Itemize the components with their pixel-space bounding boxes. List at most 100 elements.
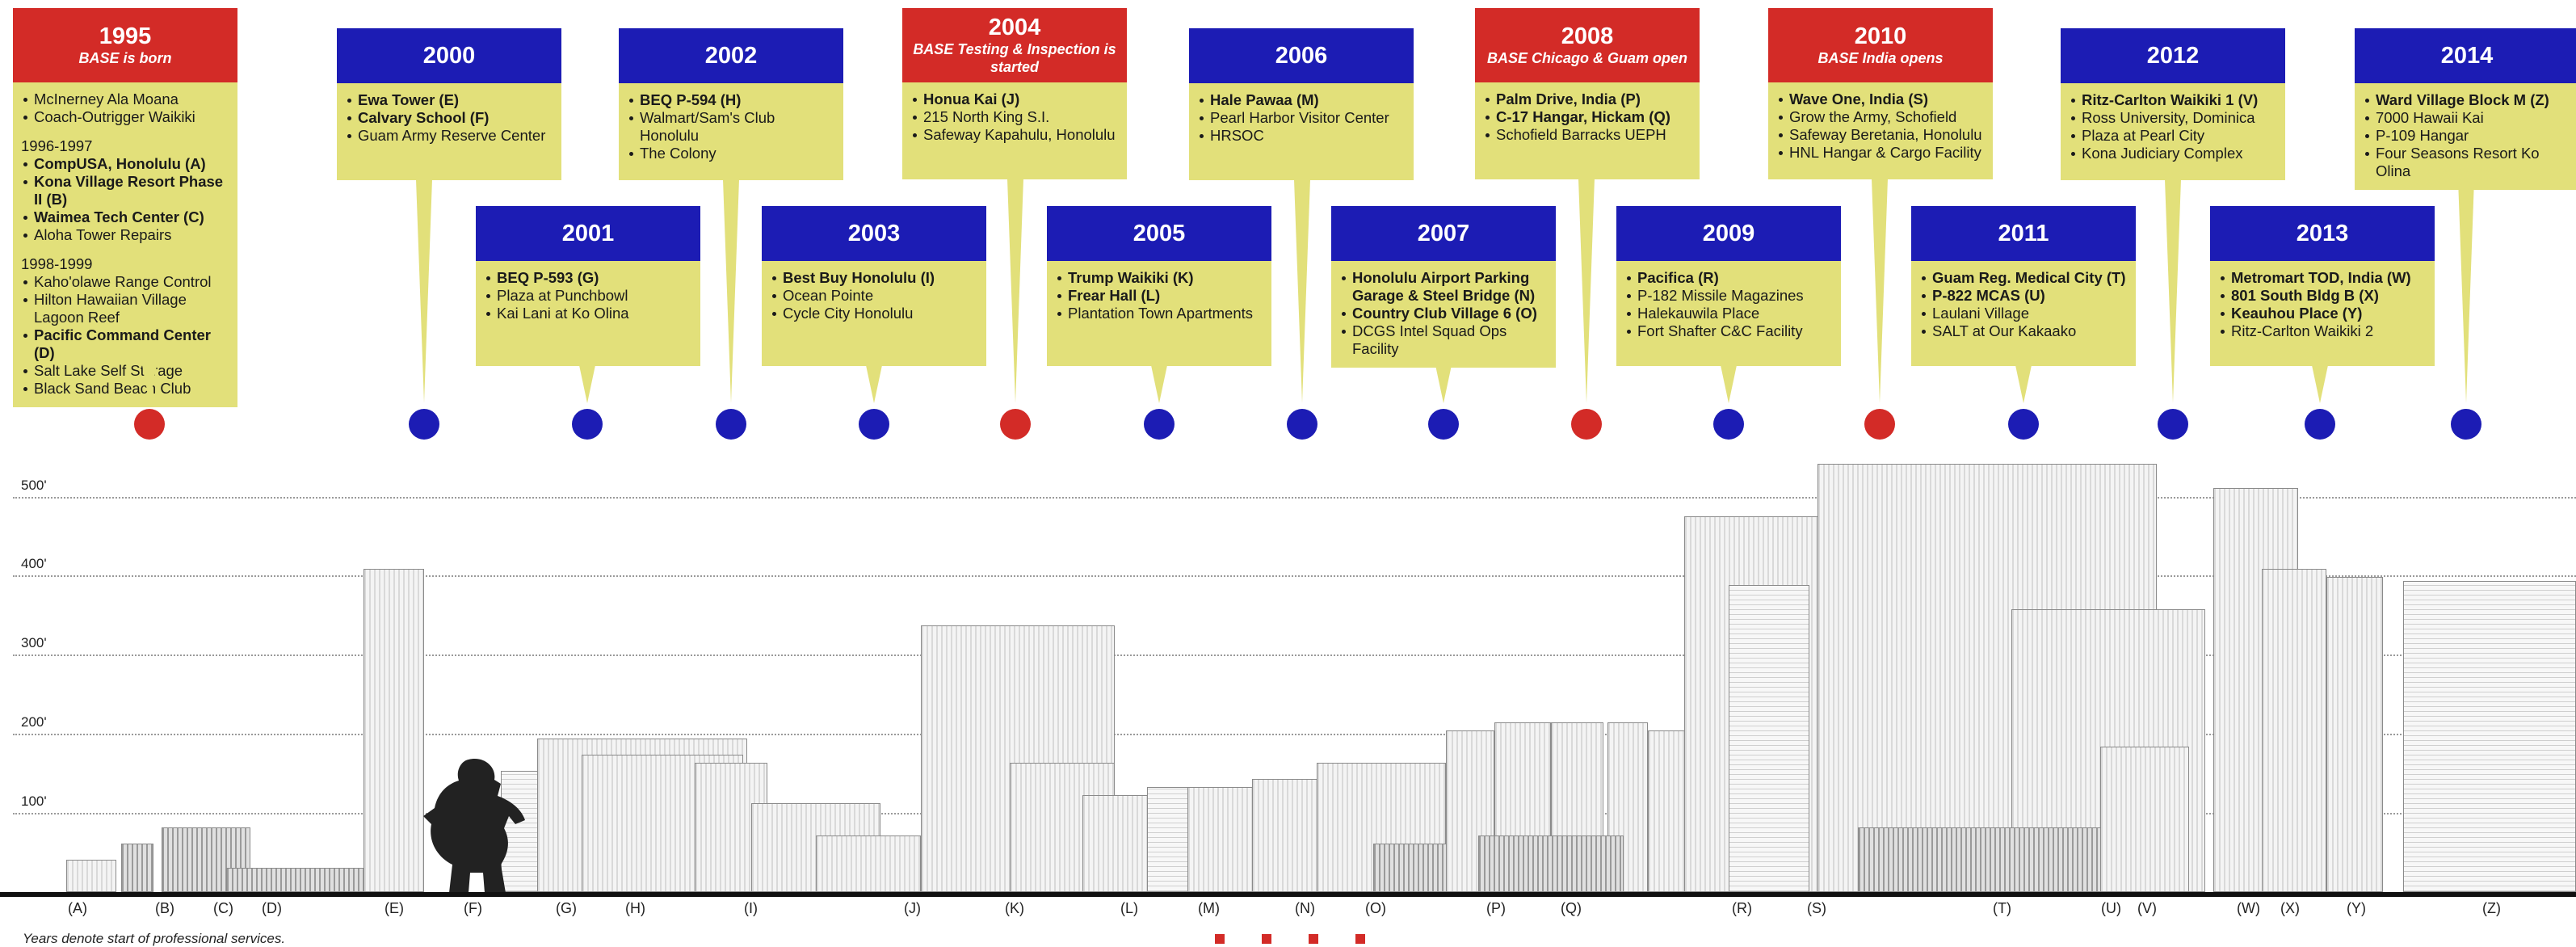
project-group: Trump Waikiki (K)Frear Hall (L)Plantatio… [1055, 269, 1263, 322]
project-item: Walmart/Sam's Club Honolulu [627, 109, 835, 145]
project-item: Kaho'olawe Range Control [21, 273, 229, 291]
building-label: (N) [1295, 900, 1315, 916]
project-item: P-182 Missile Magazines [1624, 287, 1833, 305]
building-label: (Q) [1561, 900, 1582, 916]
project-item: 801 South Bldg B (X) [2218, 287, 2427, 305]
card-header: 2007 [1331, 206, 1556, 261]
project-item: DCGS Intel Squad Ops Facility [1339, 322, 1548, 358]
project-item: Cycle City Honolulu [770, 305, 978, 322]
card-pointer [1872, 179, 1888, 403]
ground-line [0, 892, 2576, 897]
project-group: Palm Drive, India (P)C-17 Hangar, Hickam… [1483, 90, 1691, 144]
card-subtitle: BASE India opens [1817, 50, 1944, 66]
skyline-building [1373, 844, 1454, 892]
building-label: (I) [744, 900, 758, 916]
height-label: 300' [21, 635, 47, 650]
building-label: (E) [385, 900, 404, 916]
card-year: 2006 [1275, 43, 1328, 69]
card-body: Ewa Tower (E)Calvary School (F)Guam Army… [337, 83, 561, 180]
project-item: Ewa Tower (E) [345, 91, 553, 109]
project-item: Four Seasons Resort Ko Olina [2363, 145, 2571, 180]
card-header: 2005 [1047, 206, 1271, 261]
project-item: Plaza at Pearl City [2069, 127, 2277, 145]
building-label: (C) [213, 900, 233, 916]
project-item: SALT at Our Kakaako [1919, 322, 2128, 340]
project-item: HNL Hangar & Cargo Facility [1776, 144, 1985, 162]
height-label: 400' [21, 556, 47, 571]
card-pointer [723, 179, 739, 403]
card-year: 2009 [1702, 221, 1755, 246]
skyline-building [2262, 569, 2326, 892]
project-item: Halekauwila Place [1624, 305, 1833, 322]
project-group: Honolulu Airport Parking Garage & Steel … [1339, 269, 1548, 358]
card-pointer [579, 365, 595, 403]
project-group: Ewa Tower (E)Calvary School (F)Guam Army… [345, 91, 553, 145]
project-item: HRSOC [1197, 127, 1406, 145]
building-label: (W) [2237, 900, 2260, 916]
project-group: Honua Kai (J)215 North King S.I.Safeway … [910, 90, 1119, 144]
project-item: Pearl Harbor Visitor Center [1197, 109, 1406, 127]
project-item: 215 North King S.I. [910, 108, 1119, 126]
project-item: Black Sand Beach Club [21, 380, 229, 398]
project-item: Frear Hall (L) [1055, 287, 1263, 305]
project-item: Fort Shafter C&C Facility [1624, 322, 1833, 340]
red-square-marker [1262, 934, 1271, 944]
project-item: Kona Judiciary Complex [2069, 145, 2277, 162]
card-pointer [1721, 365, 1737, 403]
project-group: Metromart TOD, India (W)801 South Bldg B… [2218, 269, 2427, 340]
card-body: Wave One, India (S)Grow the Army, Schofi… [1768, 82, 1993, 179]
card-year: 2002 [704, 43, 758, 69]
card-body: Metromart TOD, India (W)801 South Bldg B… [2210, 261, 2435, 366]
project-item: Palm Drive, India (P) [1483, 90, 1691, 108]
card-body: Guam Reg. Medical City (T)P-822 MCAS (U)… [1911, 261, 2136, 366]
card-pointer [866, 365, 882, 403]
card-header: 2014 [2355, 28, 2576, 83]
project-item: Waimea Tech Center (C) [21, 208, 229, 226]
project-item: Ocean Pointe [770, 287, 978, 305]
card-year: 2008 [1561, 23, 1614, 49]
skyline-building [1478, 835, 1624, 892]
height-gridline [13, 497, 2576, 499]
building-label: (B) [155, 900, 174, 916]
timeline-dot-2014 [2451, 409, 2481, 440]
project-item: Salt Lake Self Storage [21, 362, 229, 380]
timeline-dot-2009 [1713, 409, 1744, 440]
skyline-building [2326, 577, 2383, 892]
project-list: Wave One, India (S)Grow the Army, Schofi… [1776, 90, 1985, 162]
card-year: 2014 [2440, 43, 2494, 69]
building-label: (M) [1198, 900, 1220, 916]
building-label: (A) [68, 900, 87, 916]
project-item: Honolulu Airport Parking Garage & Steel … [1339, 269, 1548, 305]
timeline-dot-2001 [572, 409, 603, 440]
group-year-range: 1998-1999 [21, 255, 93, 272]
card-pointer [141, 361, 158, 403]
timeline-dot-2000 [409, 409, 439, 440]
building-label: (K) [1005, 900, 1024, 916]
monster-silhouette [420, 751, 533, 901]
project-item: C-17 Hangar, Hickam (Q) [1483, 108, 1691, 126]
skyline-building [2403, 581, 2576, 892]
card-year: 2003 [847, 221, 901, 246]
project-group: Wave One, India (S)Grow the Army, Schofi… [1776, 90, 1985, 162]
project-item: Coach-Outrigger Waikiki [21, 108, 229, 126]
project-group: Guam Reg. Medical City (T)P-822 MCAS (U)… [1919, 269, 2128, 340]
skyline-building [1729, 585, 1809, 892]
building-label: (T) [1993, 900, 2011, 916]
card-pointer [2458, 179, 2474, 403]
card-body: Honolulu Airport Parking Garage & Steel … [1331, 261, 1556, 368]
skyline-building [363, 569, 424, 892]
